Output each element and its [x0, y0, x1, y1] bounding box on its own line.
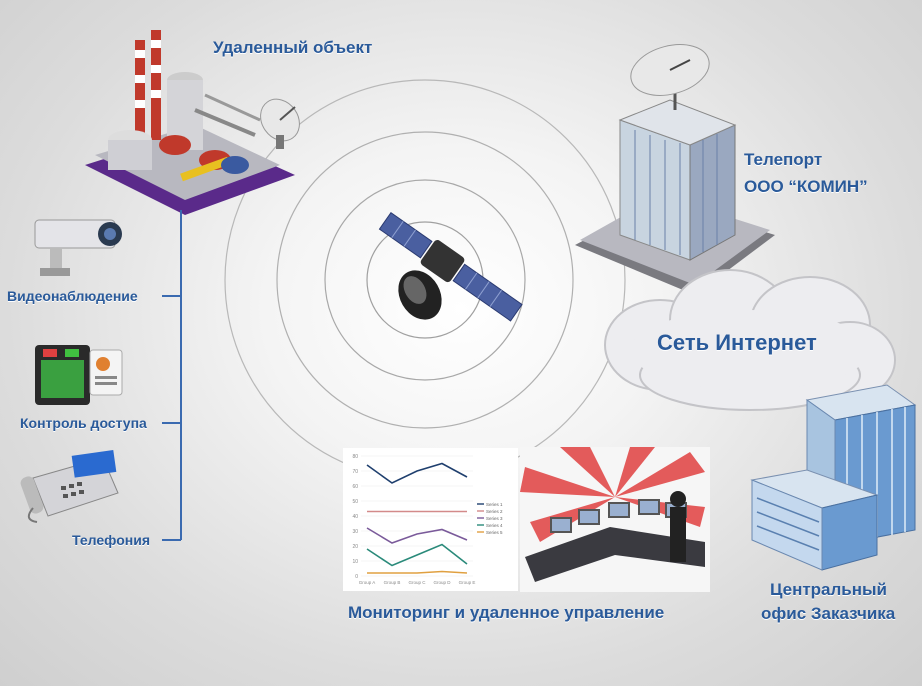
- internet-label: Сеть Интернет: [657, 330, 817, 355]
- legend-label: Series 2: [486, 509, 503, 514]
- x-tick-label: Group C: [408, 580, 426, 585]
- legend-label: Series 4: [486, 523, 503, 528]
- satellite-icon: [378, 212, 523, 322]
- remote-object-label: Удаленный объект: [213, 38, 373, 57]
- left-item-label: Видеонаблюдение: [7, 288, 138, 304]
- cctv-camera-icon: [34, 219, 122, 276]
- teleport-label-line1: Телепорт: [744, 150, 823, 169]
- x-tick-label: Group A: [359, 580, 376, 585]
- y-tick-label: 30: [352, 529, 358, 535]
- legend-label: Series 3: [486, 516, 503, 521]
- industrial-plant-icon: [85, 30, 295, 215]
- left-item-label: Контроль доступа: [20, 415, 147, 431]
- series-line: [366, 543, 468, 567]
- x-tick-label: Group E: [459, 580, 476, 585]
- teleport-building-icon: [575, 44, 775, 295]
- cloud-icon: [604, 269, 896, 411]
- office-label-line2: офис Заказчика: [761, 604, 896, 623]
- legend-label: Series 1: [486, 502, 503, 507]
- access-control-icon: [35, 345, 123, 405]
- y-tick-label: 60: [352, 484, 358, 490]
- monitoring-label: Мониторинг и удаленное управление: [348, 603, 665, 622]
- x-tick-label: Group D: [433, 580, 451, 585]
- y-tick-label: 0: [355, 574, 358, 580]
- telephone-icon: [20, 450, 119, 523]
- satellite-dish-icon: [260, 98, 300, 149]
- series-line: [366, 527, 468, 544]
- office-building-icon: [750, 384, 917, 571]
- office-label-line1: Центральный: [770, 580, 887, 599]
- y-tick-label: 50: [352, 499, 358, 505]
- y-tick-label: 80: [352, 454, 358, 460]
- y-tick-label: 10: [352, 559, 358, 565]
- teleport-label-line2: ООО “КОМИН”: [744, 177, 868, 196]
- y-tick-label: 20: [352, 544, 358, 550]
- y-tick-label: 40: [352, 514, 358, 520]
- x-tick-label: Group B: [384, 580, 401, 585]
- control-room-image: [520, 447, 710, 592]
- y-tick-label: 70: [352, 469, 358, 475]
- legend-label: Series 5: [486, 530, 503, 535]
- left-item-label: Телефония: [72, 532, 150, 548]
- series-line: [366, 462, 468, 484]
- series-line: [367, 570, 468, 574]
